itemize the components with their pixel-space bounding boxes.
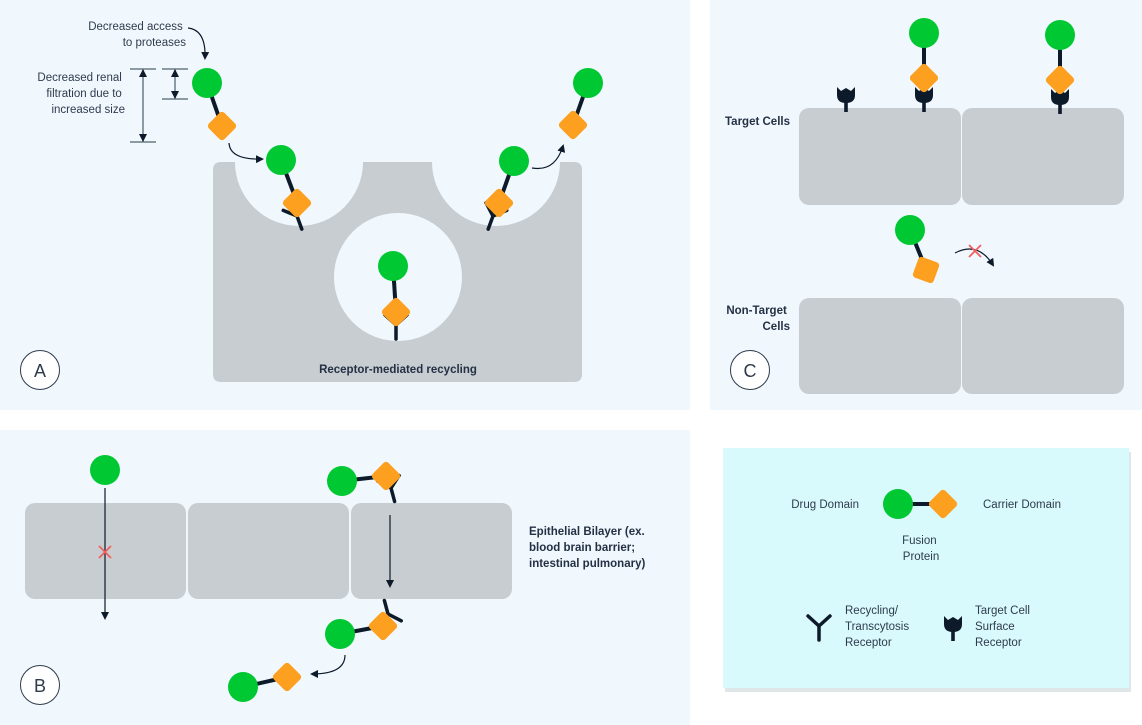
fusion-protein-released — [557, 68, 603, 141]
fusion-protein-released — [228, 661, 303, 702]
epithelial-cell-3 — [351, 503, 512, 599]
drug-domain — [909, 18, 939, 48]
fusion-protein-bound-right — [476, 146, 529, 235]
legend-recycling-receptor-label: Recycling/ Transcytosis Receptor — [845, 605, 912, 649]
epithelial-bilayer-label: Epithelial Bilayer (ex. blood brain barr… — [529, 526, 648, 570]
fusion-protein-unbound — [895, 215, 947, 291]
fusion-protein-free — [192, 68, 238, 142]
release-arrow — [310, 654, 346, 678]
panel-b: Epithelial Bilayer (ex. blood brain barr… — [0, 430, 690, 725]
panel-b-badge — [20, 665, 60, 705]
drug-domain — [1045, 20, 1075, 50]
target-cell-1 — [799, 108, 961, 205]
drug-domain — [573, 68, 603, 98]
drug-domain — [327, 466, 357, 496]
recycling-label: Receptor-mediated recycling — [319, 364, 477, 376]
legend-background — [723, 448, 1129, 688]
drug-domain — [883, 489, 913, 519]
drug-domain-alone — [90, 455, 120, 485]
legend-target-receptor-label: Target Cell Surface Receptor — [975, 605, 1033, 649]
nontarget-cell-1 — [799, 298, 961, 394]
drug-domain — [192, 68, 222, 98]
drug-domain — [228, 672, 258, 702]
panel-b-letter: B — [34, 676, 46, 696]
drug-domain — [895, 215, 925, 245]
target-cells-label: Target Cells — [725, 116, 790, 128]
target-cell-2 — [962, 108, 1124, 205]
fusion-protein-transcytosis-bottom — [325, 595, 403, 649]
protease-label: Decreased access to proteases — [88, 21, 186, 49]
legend-carrier-domain-label: Carrier Domain — [983, 499, 1061, 511]
fusion-protein-bound-target-1 — [908, 18, 940, 112]
drug-domain — [499, 146, 529, 176]
legend: Drug Domain Carrier Domain Fusion Protei… — [723, 448, 1131, 692]
fusion-protein-bound-target-2 — [1044, 20, 1076, 114]
renal-filtration-label: Decreased renal filtration due to increa… — [37, 72, 125, 116]
nontarget-cell-2 — [962, 298, 1124, 394]
drug-domain — [266, 145, 296, 175]
blocked-x-icon — [968, 244, 982, 258]
release-arrow — [531, 144, 566, 170]
legend-fusion-protein — [883, 488, 959, 520]
drug-domain — [378, 251, 408, 281]
panel-a: Decreased access to proteases Decreased … — [0, 0, 690, 410]
legend-fusion-protein-label: Fusion Protein — [902, 535, 940, 563]
fusion-protein-transcytosis-top — [327, 460, 407, 507]
panel-c-badge — [730, 350, 770, 390]
legend-drug-domain-label: Drug Domain — [791, 499, 859, 511]
epithelial-cell-2 — [188, 503, 349, 599]
fusion-protein-bound-left — [266, 145, 314, 235]
binding-arrow — [228, 142, 264, 164]
drug-domain — [325, 619, 355, 649]
blocked-x-icon — [98, 545, 112, 559]
panel-a-letter: A — [34, 361, 46, 381]
fusion-protein-internalized — [378, 251, 412, 341]
panel-c: Target Cells Non-Target Cells C — [710, 0, 1142, 410]
nontarget-cells-label: Non-Target Cells — [726, 305, 790, 333]
panel-c-letter: C — [744, 361, 757, 381]
dimension-arrowheads — [139, 69, 179, 142]
panel-a-badge — [20, 350, 60, 390]
protease-arrow — [187, 27, 210, 60]
